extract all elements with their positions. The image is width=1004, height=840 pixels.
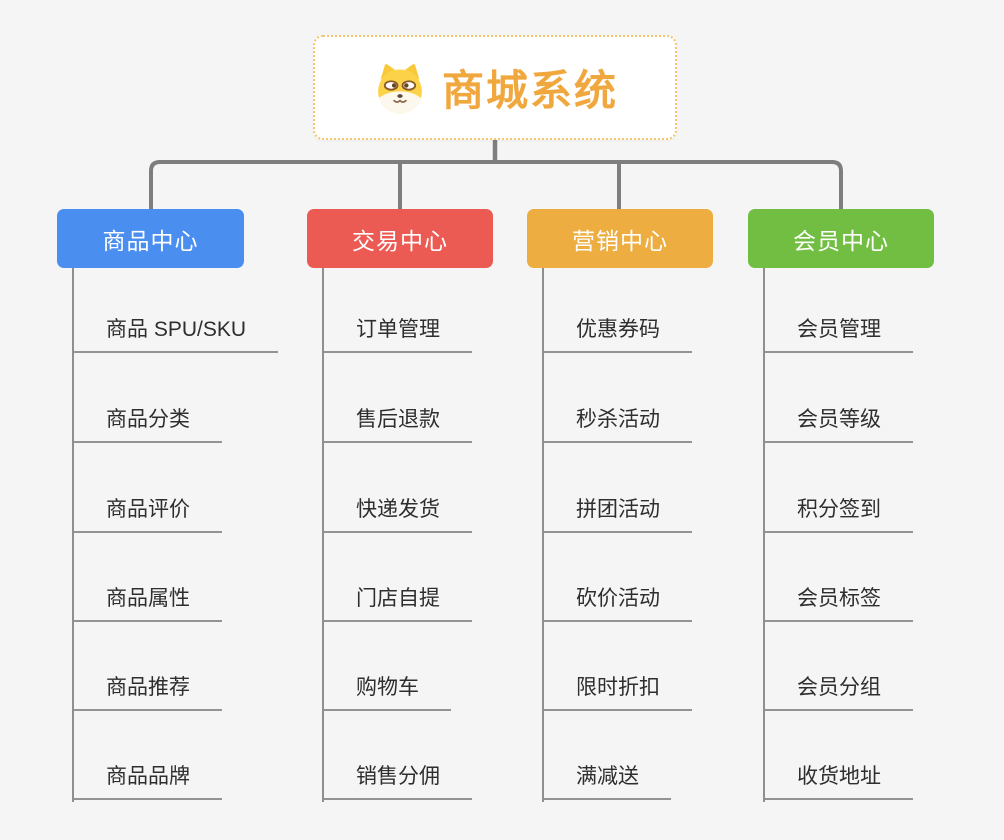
leaf-node-group-buy[interactable]: 拼团活动	[544, 495, 692, 533]
leaf-node-goods-brand[interactable]: 商品品牌	[74, 762, 222, 800]
branch-list-marketing: 优惠券码 秒杀活动 拼团活动 砍价活动 限时折扣 满减送	[542, 268, 692, 802]
root-node[interactable]: 商城系统	[313, 35, 677, 140]
leaf-node-aftersale-refund[interactable]: 售后退款	[324, 405, 472, 443]
leaf-node-goods-review[interactable]: 商品评价	[74, 495, 222, 533]
leaf-node-shipping-address[interactable]: 收货地址	[765, 762, 913, 800]
leaf-node-points-checkin[interactable]: 积分签到	[765, 495, 913, 533]
branch-node-marketing-center[interactable]: 营销中心	[527, 209, 713, 268]
branch-node-trade-center[interactable]: 交易中心	[307, 209, 493, 268]
leaf-node-coupon-code[interactable]: 优惠券码	[544, 315, 692, 353]
leaf-node-flash-sale[interactable]: 秒杀活动	[544, 405, 692, 443]
leaf-node-sales-commission[interactable]: 销售分佣	[324, 762, 472, 800]
root-title: 商城系统	[441, 67, 618, 114]
leaf-node-goods-recommend[interactable]: 商品推荐	[74, 673, 222, 711]
leaf-node-member-level[interactable]: 会员等级	[765, 405, 913, 443]
leaf-node-shopping-cart[interactable]: 购物车	[324, 673, 451, 711]
branch-list-member: 会员管理 会员等级 积分签到 会员标签 会员分组 收货地址	[763, 268, 913, 802]
leaf-node-member-tag[interactable]: 会员标签	[765, 584, 913, 622]
leaf-node-express-delivery[interactable]: 快递发货	[324, 495, 472, 533]
branch-node-member-center[interactable]: 会员中心	[748, 209, 934, 268]
leaf-node-goods-attribute[interactable]: 商品属性	[74, 584, 222, 622]
connector-lines	[149, 139, 843, 209]
leaf-node-bargain-activity[interactable]: 砍价活动	[544, 584, 692, 622]
dog-face-icon	[378, 63, 422, 113]
leaf-node-full-reduction[interactable]: 满减送	[544, 762, 671, 800]
leaf-node-goods-spu-sku[interactable]: 商品 SPU/SKU	[74, 315, 279, 353]
leaf-node-limited-time-discount[interactable]: 限时折扣	[544, 673, 692, 711]
leaf-node-goods-category[interactable]: 商品分类	[74, 405, 222, 443]
branch-node-goods-center[interactable]: 商品中心	[57, 209, 244, 268]
leaf-node-store-pickup[interactable]: 门店自提	[324, 584, 472, 622]
leaf-node-member-management[interactable]: 会员管理	[765, 315, 913, 353]
branch-list-trade: 订单管理 售后退款 快递发货 门店自提 购物车 销售分佣	[322, 268, 472, 802]
leaf-node-member-group[interactable]: 会员分组	[765, 673, 913, 711]
leaf-node-order-management[interactable]: 订单管理	[324, 315, 472, 353]
branch-list-goods: 商品 SPU/SKU 商品分类 商品评价 商品属性 商品推荐 商品品牌	[72, 268, 279, 802]
